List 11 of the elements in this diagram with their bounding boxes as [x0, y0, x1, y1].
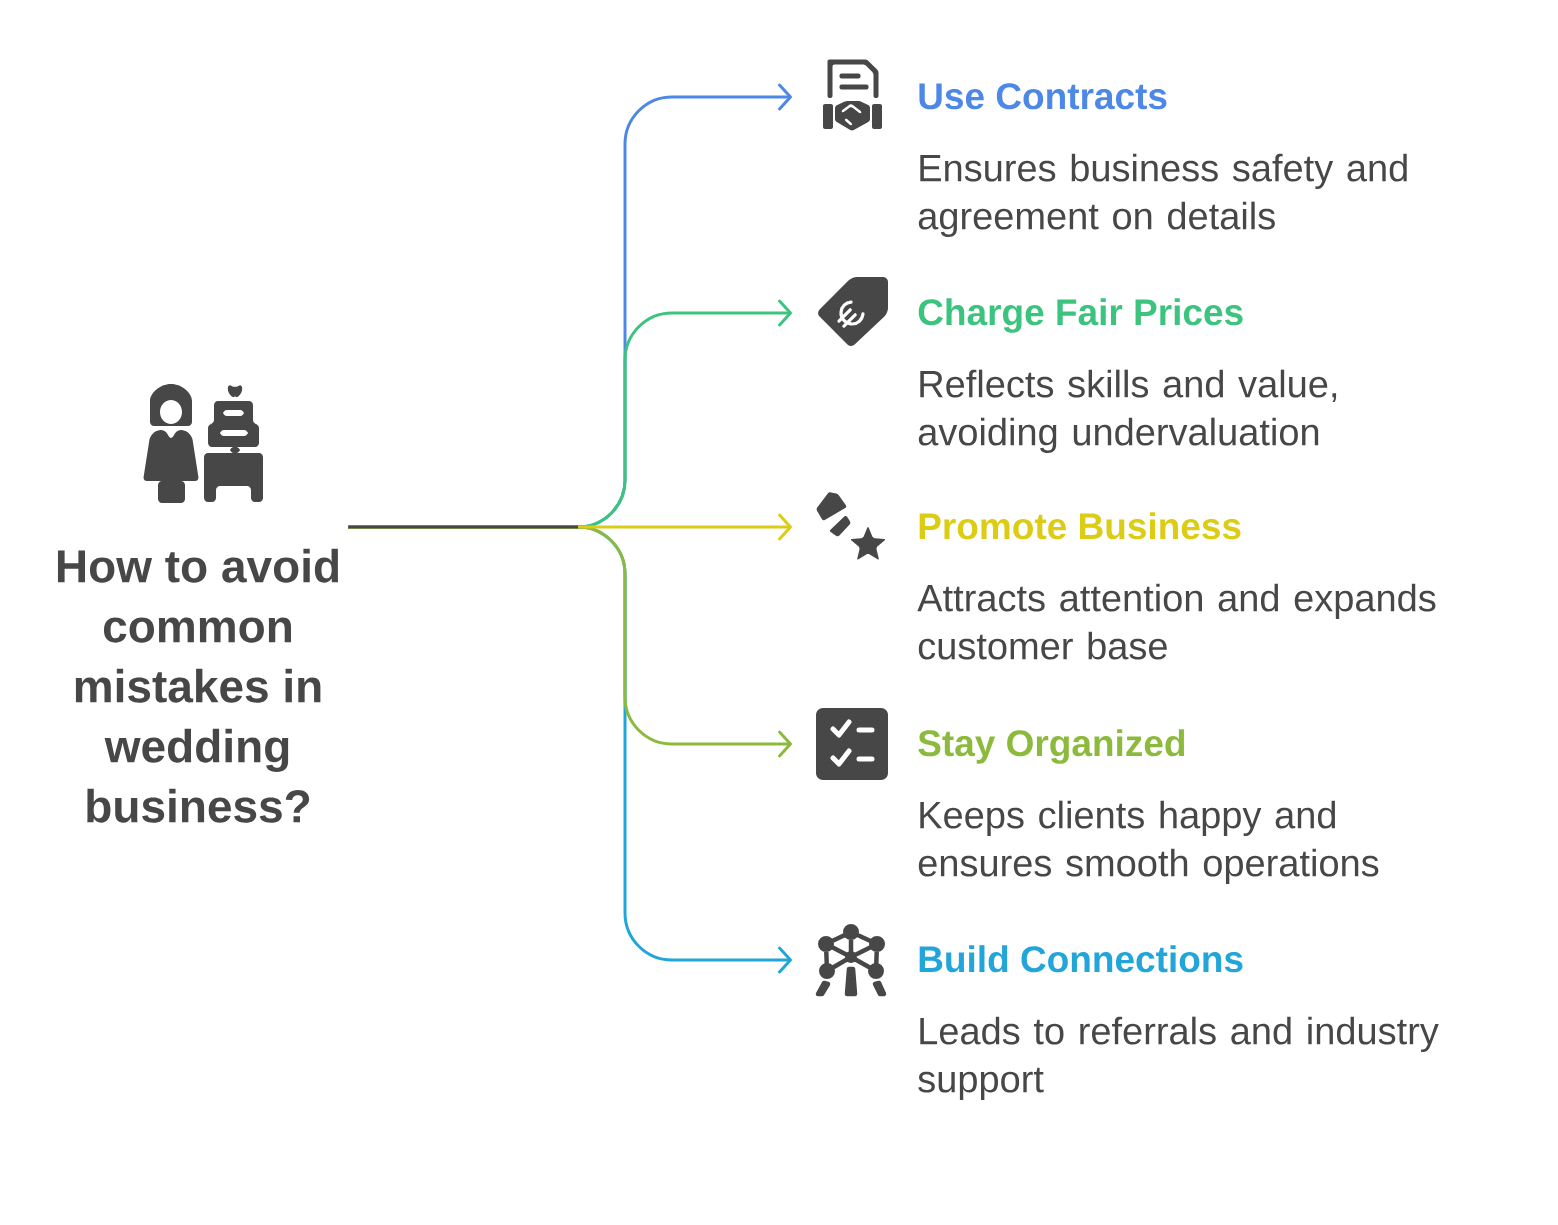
item-description: Reflects skills and value, avoiding undervaluation: [918, 369, 1337, 454]
item-description: Attracts attention and expands customer base: [917, 583, 1436, 660]
item-heading: Use Contracts: [919, 83, 1167, 110]
question-title: How to avoid common mistakes in wedding business?: [57, 548, 339, 823]
item-heading: Charge Fair Prices: [918, 298, 1243, 333]
item-description: Keeps clients happy and ensures smooth operations: [918, 800, 1379, 885]
item-description: Ensures business safety and agreement on details: [918, 153, 1407, 238]
item-description: Leads to referrals and industry support: [918, 1016, 1439, 1101]
item-heading: Build Connections: [919, 945, 1243, 973]
item-heading: Promote Business: [919, 512, 1241, 540]
item-heading: Stay Organized: [918, 729, 1185, 764]
